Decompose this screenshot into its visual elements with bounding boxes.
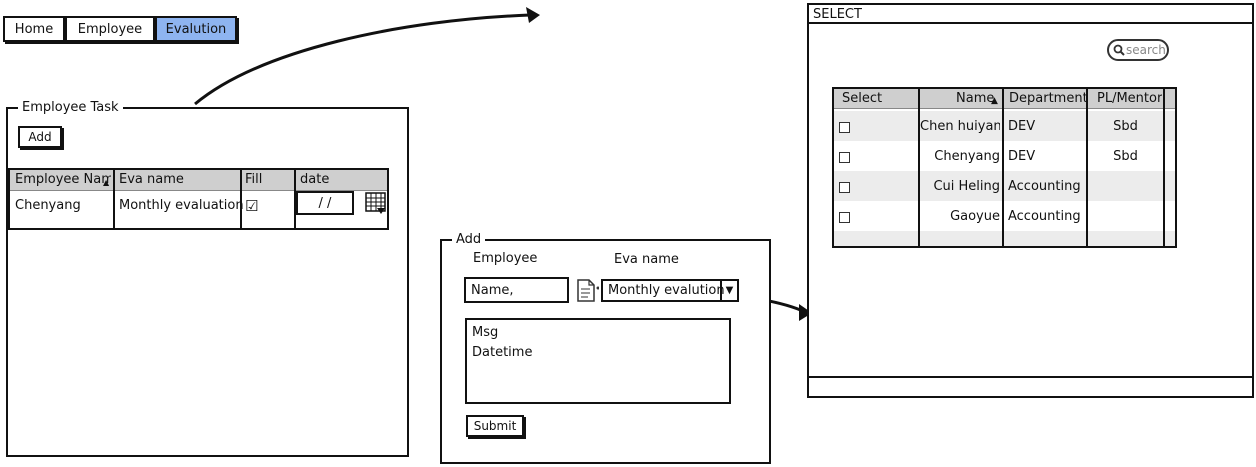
nav-tabbar: Home Employee Evalution <box>3 16 237 44</box>
employee-label: Employee <box>473 251 538 266</box>
select-window-title: SELECT <box>809 5 1252 24</box>
row-name: Chenyang <box>934 149 1000 164</box>
row-mentor: Sbd <box>1113 119 1138 134</box>
col-department: Department <box>1009 91 1088 106</box>
search-placeholder: search <box>1126 43 1166 57</box>
employee-task-group: Employee Task Add Employee Name ▲ Eva na… <box>6 100 409 457</box>
message-line-datetime: Datetime <box>472 345 533 360</box>
add-task-button[interactable]: Add <box>18 126 62 148</box>
submit-button[interactable]: Submit <box>466 415 524 437</box>
employee-name-input[interactable]: Name, <box>464 277 569 303</box>
tab-evalution[interactable]: Evalution <box>155 16 237 42</box>
row-name: Cui Heling <box>933 179 1000 194</box>
table-row[interactable]: Chenyang Monthly evaluation ☑ / / <box>10 191 387 228</box>
sort-arrow-icon[interactable]: ▲ <box>103 178 110 187</box>
message-textarea[interactable]: Msg Datetime <box>465 318 731 404</box>
row-department: DEV <box>1008 119 1036 134</box>
row-eva-name: Monthly evaluation <box>119 198 244 213</box>
arrowhead-add <box>799 304 812 321</box>
row-select-checkbox[interactable] <box>839 152 850 163</box>
employee-task-table: Employee Name ▲ Eva name Fill date Cheny… <box>8 168 389 230</box>
message-line-msg: Msg <box>472 325 499 340</box>
row-mentor: Sbd <box>1113 149 1138 164</box>
col-fill: Fill <box>245 172 263 187</box>
col-select: Select <box>842 91 883 106</box>
row-name: Gaoyue <box>950 209 1000 224</box>
table-row[interactable]: Gaoyue Accounting <box>834 201 1175 231</box>
select-window: SELECT search Select Name ▲ Department P… <box>807 3 1254 398</box>
table-header <box>10 170 387 191</box>
row-select-checkbox[interactable] <box>839 182 850 193</box>
add-form-legend: Add <box>452 232 486 248</box>
eva-name-label: Eva name <box>614 252 679 267</box>
fill-checkbox-checked-icon[interactable]: ☑ <box>245 197 259 215</box>
col-pl-mentor: PL/Mentor <box>1097 91 1163 106</box>
col-eva-name: Eva name <box>119 172 184 187</box>
col-employee-name[interactable]: Employee Name <box>15 172 111 187</box>
search-input[interactable]: search <box>1107 39 1169 61</box>
document-picker-icon[interactable] <box>575 278 599 304</box>
row-department: Accounting <box>1008 179 1081 194</box>
employee-task-legend: Employee Task <box>18 100 123 116</box>
row-department: DEV <box>1008 149 1036 164</box>
employee-select-table: Select Name ▲ Department PL/Mentor Chen … <box>832 87 1177 248</box>
row-name: Chen huiyan <box>920 119 1000 134</box>
select-window-footer <box>809 376 1252 396</box>
table-row[interactable]: Chenyang DEV Sbd <box>834 141 1175 171</box>
arrow-to-select <box>194 13 531 106</box>
table-row[interactable]: Cui Heling Accounting <box>834 171 1175 201</box>
tab-home[interactable]: Home <box>3 16 65 42</box>
eva-name-select-value: Monthly evalution <box>608 283 725 298</box>
calendar-icon[interactable] <box>365 192 387 216</box>
sort-asc-icon[interactable]: ▲ <box>991 96 998 106</box>
row-department: Accounting <box>1008 209 1081 224</box>
row-select-checkbox[interactable] <box>839 212 850 223</box>
search-icon <box>1113 44 1125 56</box>
arrowhead-top <box>526 7 540 23</box>
chevron-down-icon[interactable]: ▼ <box>720 281 737 300</box>
row-employee: Chenyang <box>15 198 81 213</box>
table-row[interactable]: Chen huiyan DEV Sbd <box>834 111 1175 141</box>
row-select-checkbox[interactable] <box>839 122 850 133</box>
col-date: date <box>300 172 330 187</box>
date-input[interactable]: / / <box>296 191 354 215</box>
eva-name-select[interactable]: Monthly evalution ▼ <box>601 279 739 302</box>
tab-employee[interactable]: Employee <box>65 16 155 42</box>
add-form-group: Add Employee Eva name Name, Monthly eval… <box>440 232 771 464</box>
col-name[interactable]: Name <box>956 91 995 106</box>
